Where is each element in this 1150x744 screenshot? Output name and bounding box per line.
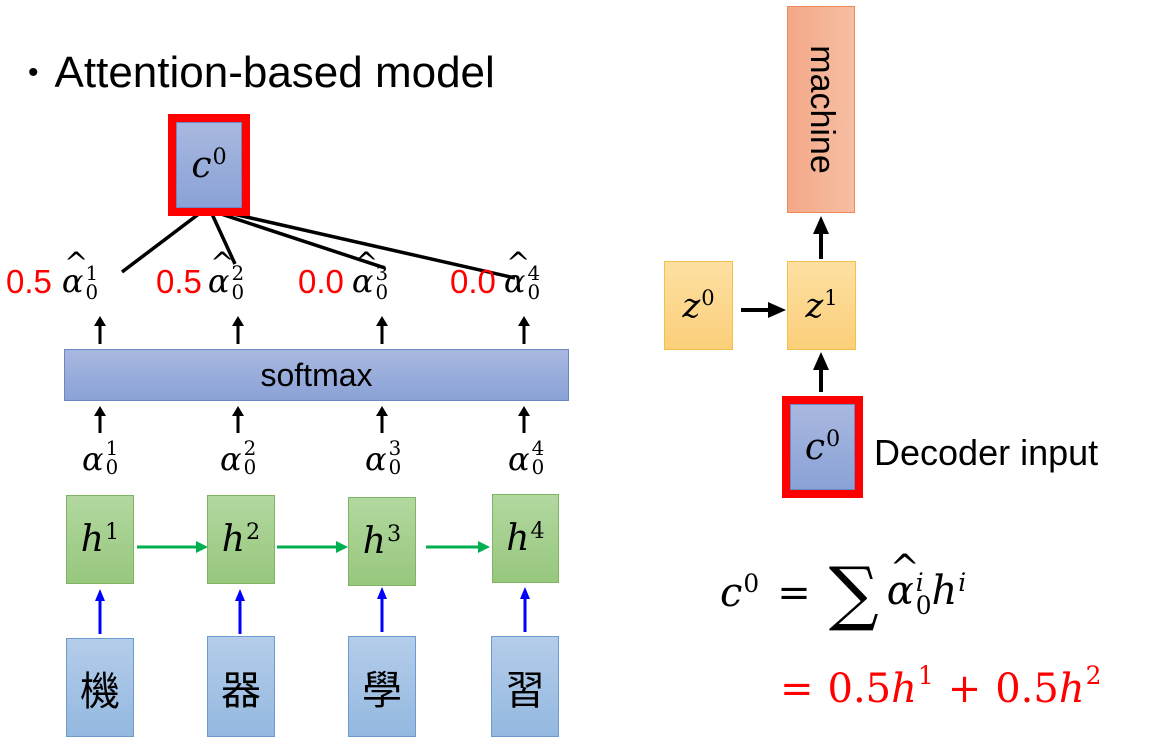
attention-line-1 xyxy=(120,208,206,274)
bullet-icon: • xyxy=(28,56,39,89)
normalized-weight-3: 0.0 α30 xyxy=(298,246,388,302)
weight-value: 0.0 xyxy=(298,263,344,301)
decoder-input-label: Decoder input xyxy=(874,432,1099,473)
formula-lhs: c0 xyxy=(720,569,760,616)
decoder-state-z0: z0 xyxy=(664,261,733,350)
decoder-state-z1: z1 xyxy=(787,261,856,350)
decoder-context-highlight: c0 xyxy=(782,396,863,498)
context-vector-box: c0 xyxy=(176,122,242,208)
softmax-label: softmax xyxy=(260,356,373,393)
hidden-state-2: h2 xyxy=(207,495,275,584)
hidden-state-3: h3 xyxy=(348,497,416,586)
decoder-context-box: c0 xyxy=(790,404,855,490)
softmax-layer: softmax xyxy=(64,349,569,401)
weight-value: 0.5 xyxy=(156,263,202,301)
normalized-weight-1: 0.5 α10 xyxy=(6,246,98,302)
attention-line-4 xyxy=(219,209,516,280)
softmax-input-arrows xyxy=(94,406,530,433)
input-char-4: 習 xyxy=(491,636,559,737)
weight-value: 0.5 xyxy=(6,263,52,301)
title-text: Attention-based model xyxy=(54,48,495,97)
context-vector-label: c0 xyxy=(191,144,227,186)
sum-symbol: ∑ xyxy=(828,552,879,634)
input-char-1: 機 xyxy=(66,638,134,737)
hidden-state-1: h1 xyxy=(66,495,134,584)
recurrent-arrows xyxy=(137,541,490,553)
output-word-label: machine xyxy=(802,45,841,174)
normalized-weight-2: 0.5 α20 xyxy=(156,246,244,302)
context-vector-highlight: c0 xyxy=(168,114,250,216)
softmax-output-arrows xyxy=(94,316,530,344)
normalized-weight-4: 0.0 α40 xyxy=(450,246,540,302)
formula-equals: = xyxy=(777,570,811,616)
slide-title: • Attention-based model xyxy=(28,48,495,98)
input-char-2: 器 xyxy=(207,636,275,737)
input-arrows xyxy=(95,587,530,634)
hidden-state-4: h4 xyxy=(492,494,559,583)
decoder-context-label: c0 xyxy=(804,426,841,468)
decoder-arrows xyxy=(741,216,829,392)
output-word-box: machine xyxy=(787,6,855,213)
input-char-3: 學 xyxy=(348,636,416,737)
weight-value: 0.0 xyxy=(450,263,496,301)
